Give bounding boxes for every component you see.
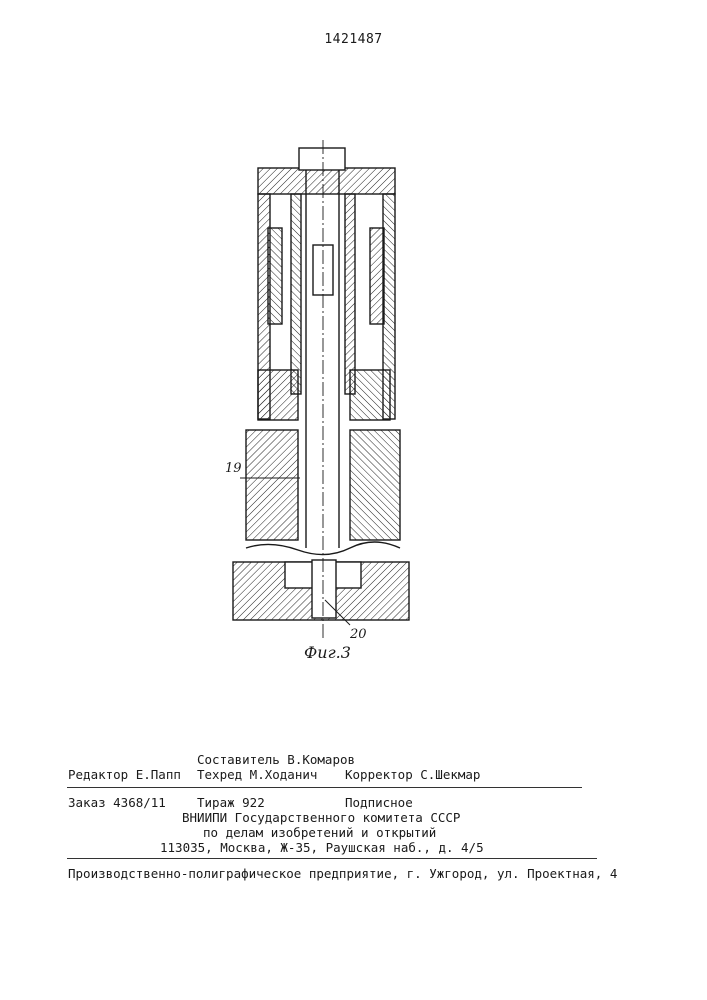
divider	[67, 858, 597, 859]
techred-line: Техред М.Ходанич	[197, 767, 317, 782]
org-line-1: ВНИИПИ Государственного комитета СССР	[182, 810, 460, 825]
printer-line: Производственно-полиграфическое предприя…	[68, 866, 617, 881]
callout-20: 20	[349, 627, 367, 642]
order-line: Заказ 4368/11	[68, 795, 166, 810]
org-line-2: по делам изобретений и открытий	[203, 825, 436, 840]
callout-19: 19	[225, 461, 242, 476]
circulation-line: Тираж 922	[197, 795, 265, 810]
figure-caption: Фиг.3	[304, 643, 351, 662]
compiler-line: Составитель В.Комаров	[197, 752, 355, 767]
subscription-line: Подписное	[345, 795, 413, 810]
technical-drawing: 19 20 Фиг.3	[0, 0, 707, 700]
address-line: 113035, Москва, Ж-35, Раушская наб., д. …	[160, 840, 484, 855]
editor-line: Редактор Е.Папп	[68, 767, 181, 782]
corrector-line: Корректор С.Шекмар	[345, 767, 480, 782]
divider	[67, 787, 582, 788]
